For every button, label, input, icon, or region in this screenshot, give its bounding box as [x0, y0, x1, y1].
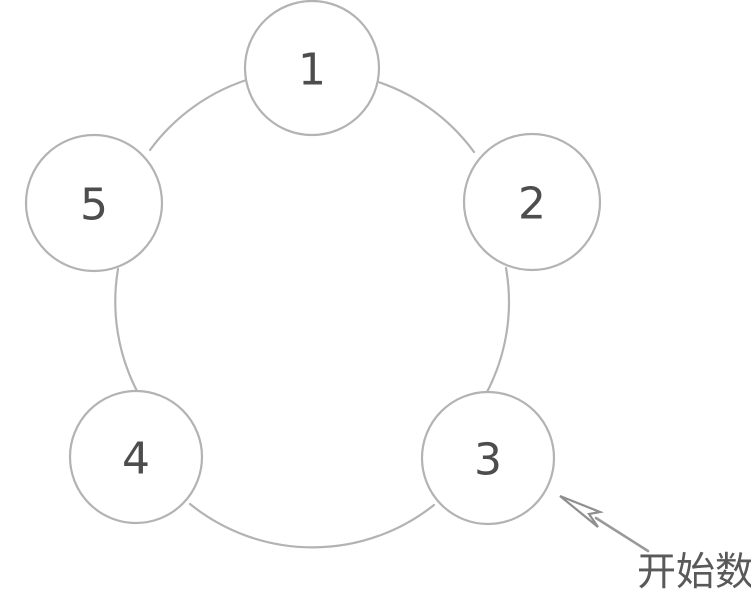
- ring-nodes: [24, 0, 602, 526]
- node-label-4: 4: [122, 434, 150, 485]
- edge-2-to-3: [485, 266, 511, 394]
- edge-1-to-2: [370, 78, 476, 154]
- edge-5-to-1: [148, 76, 255, 152]
- annotation-label: 开始数: [637, 550, 751, 595]
- node-label-1: 1: [298, 45, 326, 96]
- node-circle-5[interactable]: [24, 133, 164, 273]
- edge-3-to-4: [188, 502, 436, 549]
- node-circle-3[interactable]: [420, 390, 556, 526]
- node-label-3: 3: [474, 435, 502, 486]
- annotation-arrow-shaft: [594, 516, 650, 553]
- node-circle-2[interactable]: [462, 132, 602, 272]
- ring-arcs: [114, 76, 511, 549]
- node-circle-4[interactable]: [68, 389, 204, 525]
- node-label-5: 5: [80, 180, 108, 231]
- node-label-2: 2: [518, 179, 546, 230]
- ring-node-labels: 1 2 3 4 5: [80, 45, 546, 486]
- edge-4-to-5: [114, 267, 139, 393]
- annotation-arrow: [559, 494, 650, 553]
- node-circle-1[interactable]: [243, 0, 381, 137]
- annotation-arrow-head-icon: [559, 494, 604, 528]
